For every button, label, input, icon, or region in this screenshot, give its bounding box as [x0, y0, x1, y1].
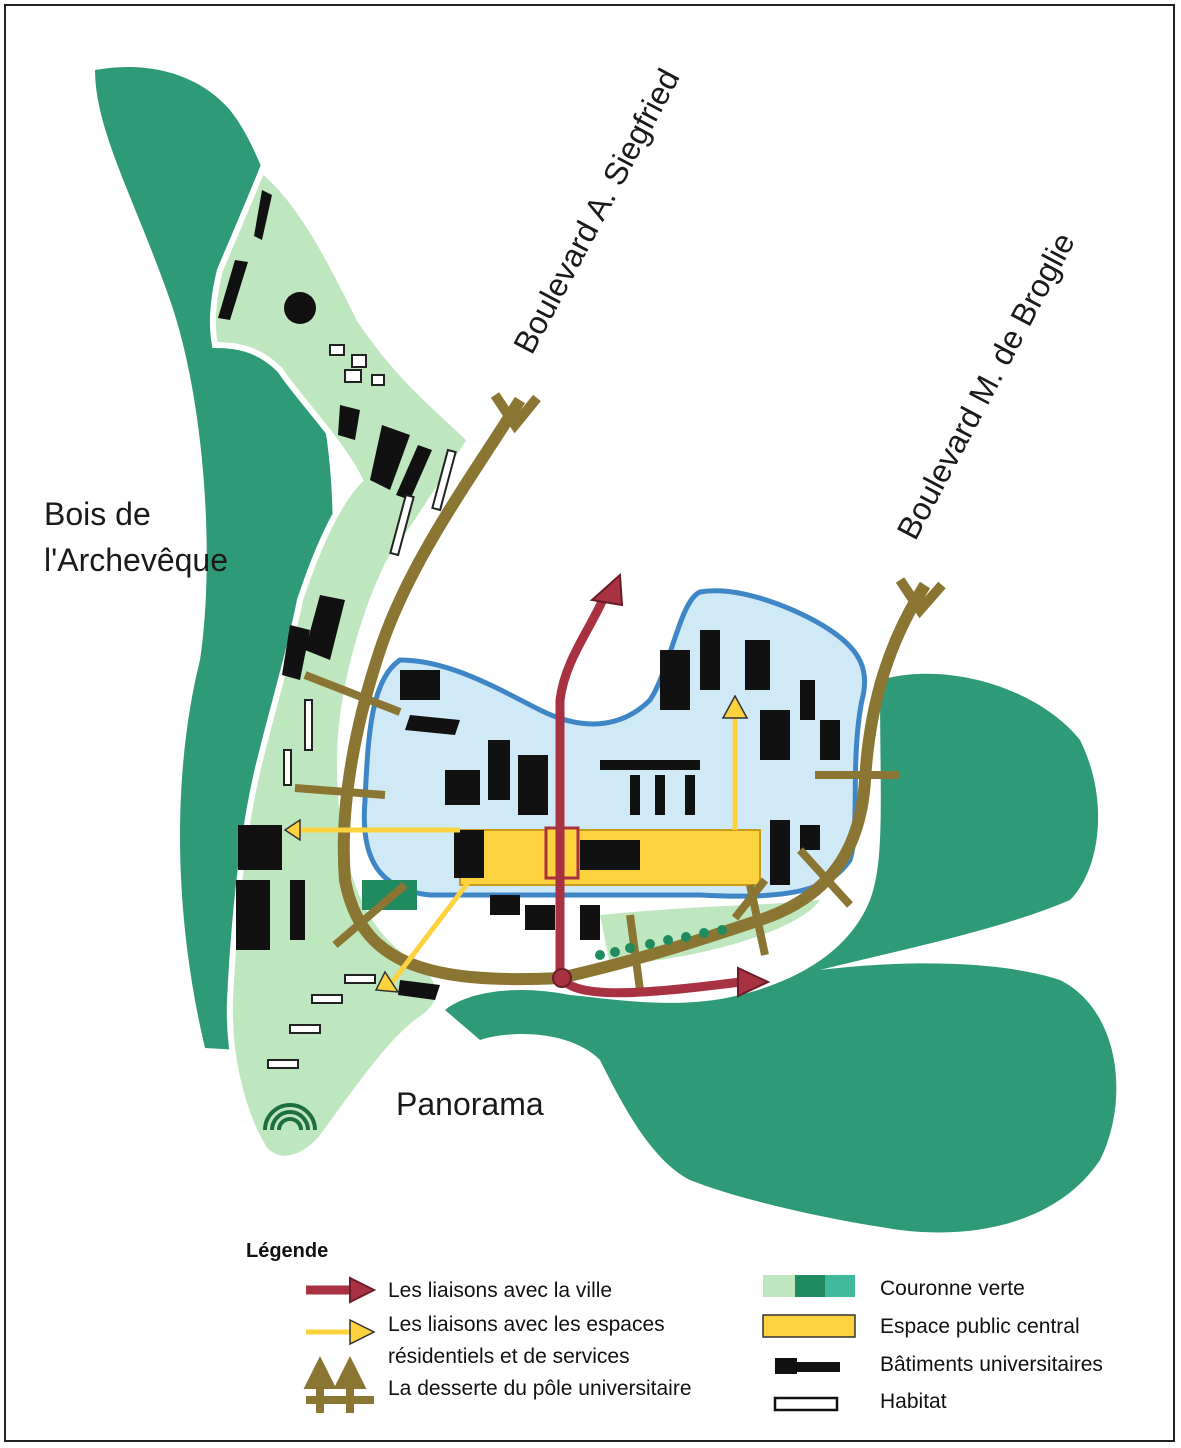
legend-yellow-text-2: résidentiels et de services [388, 1345, 630, 1368]
legend-black-text: Bâtiments universitaires [880, 1353, 1103, 1376]
university-buildings [218, 190, 840, 1000]
pole-universitaire-area [361, 588, 868, 899]
legend-olive-text: La desserte du pôle universitaire [388, 1377, 692, 1400]
legend-title: Légende [246, 1240, 329, 1262]
panorama-label: Panorama [396, 1086, 544, 1122]
couronne-verte-area [209, 165, 474, 1162]
bois-label-line1: Bois de [44, 496, 151, 532]
legend-green-text: Couronne verte [880, 1277, 1025, 1300]
legend-yellow-swatch-text: Espace public central [880, 1315, 1080, 1338]
legend-yellow-text-1: Les liaisons avec les espaces [388, 1313, 665, 1336]
legend-white-text: Habitat [880, 1390, 947, 1413]
map-frame [4, 4, 1175, 1442]
road-arrowheads [490, 392, 946, 619]
red-link [552, 572, 771, 998]
tree-row [595, 925, 727, 960]
habitat-buildings [267, 344, 457, 1069]
boulevard-broglie-road [558, 581, 931, 984]
desserte-arrows [294, 671, 900, 991]
east-green-area [445, 673, 1117, 1233]
yellow-links [283, 694, 749, 993]
amphitheatre-icon [263, 1103, 317, 1131]
bois-label-line2: l'Archevêque [44, 542, 228, 578]
legend-red-text: Les liaisons avec la ville [388, 1279, 613, 1302]
legend-symbols [303, 1275, 856, 1413]
